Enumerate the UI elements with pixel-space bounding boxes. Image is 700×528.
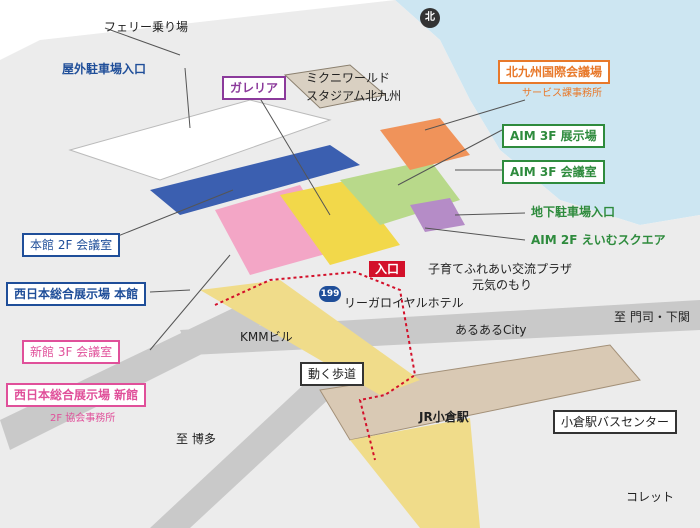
label-colette: コレット [626, 490, 675, 504]
label-bus-center: 小倉駅バスセンター [553, 410, 678, 434]
callout-shinkan-sub: 2F 協会事務所 [50, 413, 116, 424]
aim-2f-square [410, 198, 465, 232]
callout-shinkan: 西日本総合展示場 新館 [6, 383, 147, 407]
label-stadium-1: ミクニワールド [306, 71, 391, 85]
callout-outdoor-parking: 屋外駐車場入口 [62, 62, 147, 76]
label-rihga: リーガロイヤルホテル [344, 296, 464, 310]
label-underground-parking: 地下駐車場入口 [531, 205, 616, 219]
callout-galleria: ガレリア [222, 76, 287, 100]
north-icon: 北 [420, 8, 440, 28]
callout-shinkan-3f: 新館 3F 会議室 [22, 340, 121, 364]
label-aruaru: あるあるCity [455, 323, 527, 337]
outdoor-parking-lot [68, 99, 332, 181]
sea-area [395, 0, 700, 225]
pedestrian-deck [200, 280, 420, 395]
jr-station-concourse [350, 418, 480, 528]
callout-aim2f-square: AIM 2F えいむスクエア [531, 233, 666, 247]
callout-honkan-2f: 本館 2F 会議室 [22, 233, 121, 257]
intl-conference-building [380, 118, 470, 170]
label-moving-walkway: 動く歩道 [300, 362, 365, 386]
road-south [150, 360, 360, 528]
label-kids-plaza-1: 子育てふれあい交流プラザ [428, 262, 573, 276]
callout-aim3f-hall: AIM 3F 展示場 [502, 124, 605, 148]
callout-intl-conference: 北九州国際会議場 [498, 60, 611, 84]
road-west [0, 300, 270, 450]
galleria-building [280, 180, 400, 265]
jr-station-building [319, 344, 641, 441]
honkan-building [150, 145, 360, 215]
entrance-route [214, 270, 417, 461]
label-to-hakata: 至 博多 [176, 432, 216, 446]
leader-lines [102, 27, 526, 351]
entrance-badge: 入口 [369, 261, 406, 277]
callout-intl-conference-sub: サービス課事務所 [522, 88, 602, 99]
label-kmm: KMMビル [240, 330, 293, 344]
label-jr-station: JR小倉駅 [419, 410, 469, 424]
label-ferry: フェリー乗り場 [104, 20, 189, 34]
label-to-moji: 至 門司・下関 [614, 310, 690, 324]
callout-honkan: 西日本総合展示場 本館 [6, 282, 147, 306]
callout-aim3f-conf: AIM 3F 会議室 [502, 160, 605, 184]
stadium-building [283, 64, 387, 109]
route-199-sign: 199 [319, 286, 341, 302]
label-stadium-2: スタジアム北九州 [306, 89, 402, 103]
label-kids-plaza-2: 元気のもり [472, 278, 533, 292]
